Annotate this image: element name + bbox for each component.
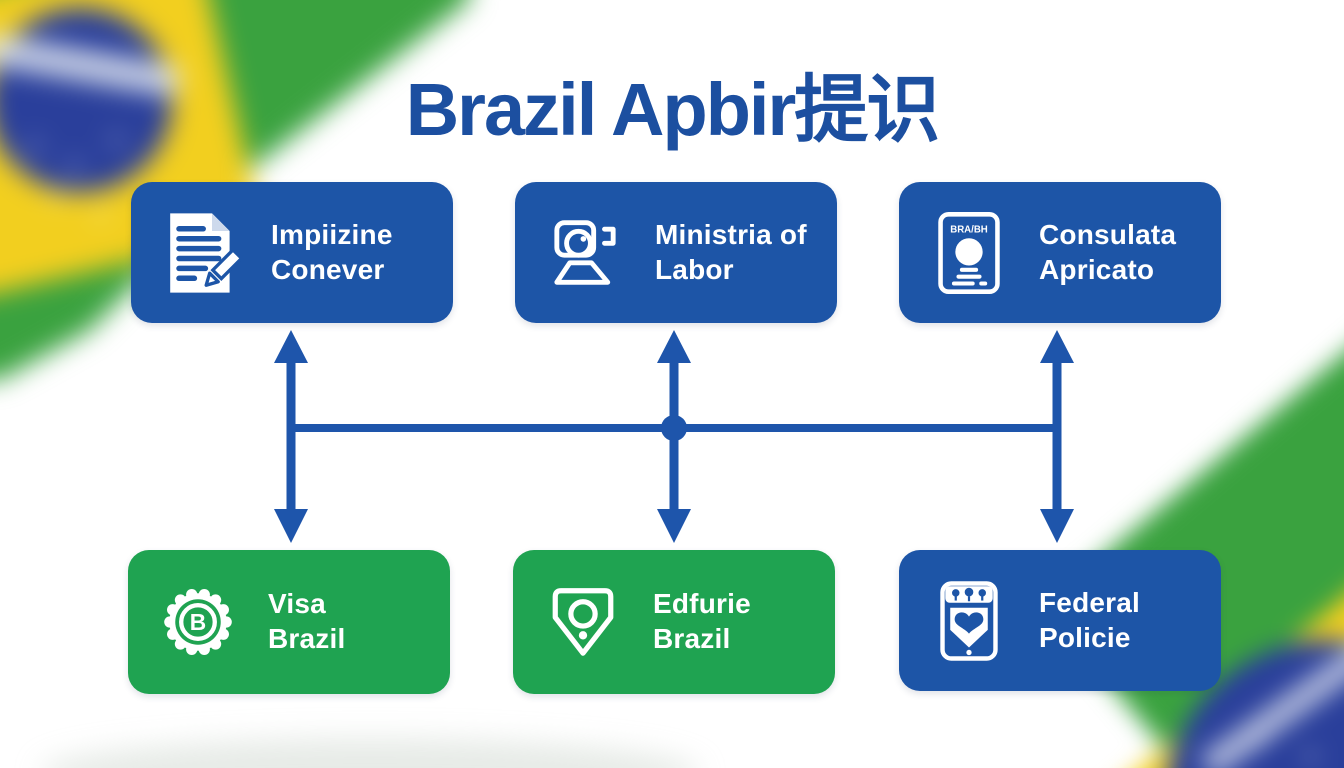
node-label: Visa Brazil	[268, 587, 345, 656]
double-arrow-right	[1040, 330, 1074, 543]
node-label: Consulata Apricato	[1039, 218, 1176, 287]
page-title: Brazil Apbir提识	[405, 68, 941, 151]
node-label-line2: Apricato	[1039, 253, 1155, 285]
node-consulata-apricato: BRA/BH Consulata Apricato	[899, 182, 1221, 323]
blur-tint	[40, 738, 700, 768]
junction-dot	[661, 415, 687, 441]
node-label: Federal Policie	[1039, 586, 1140, 655]
node-label-line1: Ministria of	[655, 218, 807, 250]
node-label-line2: Conever	[271, 253, 385, 285]
node-edfurie-brazil: Edfurie Brazil	[513, 550, 835, 694]
flag-green-field	[1043, 270, 1344, 768]
flag-white-band	[1199, 621, 1344, 768]
document-pencil-icon	[155, 209, 247, 297]
flag-star	[1256, 736, 1265, 745]
node-federal-policie: Federal Policie	[899, 550, 1221, 691]
passport-icon: BRA/BH	[923, 209, 1015, 297]
node-label-line2: Policie	[1039, 621, 1131, 653]
arrow-up-head	[657, 330, 691, 363]
arrow-up-head	[274, 330, 308, 363]
flag-star	[52, 192, 61, 201]
node-label-line1: Impiizine	[271, 218, 393, 250]
node-label: Impiizine Conever	[271, 218, 393, 287]
passport-icon-text: BRA/BH	[950, 224, 988, 235]
node-label: Ministria of Labor	[655, 218, 807, 287]
node-label-line1: Edfurie	[653, 588, 751, 620]
shield-pin-icon	[537, 582, 629, 662]
arrow-down-head	[274, 509, 308, 543]
node-label: Edfurie Brazil	[653, 587, 751, 656]
node-label-line1: Consulata	[1039, 218, 1177, 250]
node-ministria-of-labor: Ministria of Labor	[515, 182, 837, 323]
background-tint-bottom	[40, 738, 700, 768]
arrow-down-head	[657, 509, 691, 543]
seal-b-icon: B	[152, 583, 244, 661]
node-label-line2: Labor	[655, 253, 734, 285]
node-label-line2: Brazil	[653, 623, 731, 654]
node-label-line1: Visa	[268, 588, 326, 620]
double-arrow-left	[274, 330, 308, 543]
node-label-line1: Federal	[1039, 586, 1140, 618]
person-frame-icon	[539, 214, 631, 292]
node-label-line2: Brazil	[268, 623, 346, 654]
flag-star	[70, 162, 79, 171]
seal-letter: B	[190, 609, 206, 635]
node-impiizine-conever: Impiizine Conever	[131, 182, 453, 323]
double-arrow-middle	[657, 330, 691, 543]
arrow-down-head	[1040, 509, 1074, 543]
node-visa-brazil: B Visa Brazil	[128, 550, 450, 694]
arrow-up-head	[1040, 330, 1074, 363]
flag-star	[1306, 752, 1315, 761]
connector-horizontal-line	[291, 424, 1057, 432]
heart-card-icon	[923, 578, 1015, 664]
flag-star	[96, 210, 105, 219]
